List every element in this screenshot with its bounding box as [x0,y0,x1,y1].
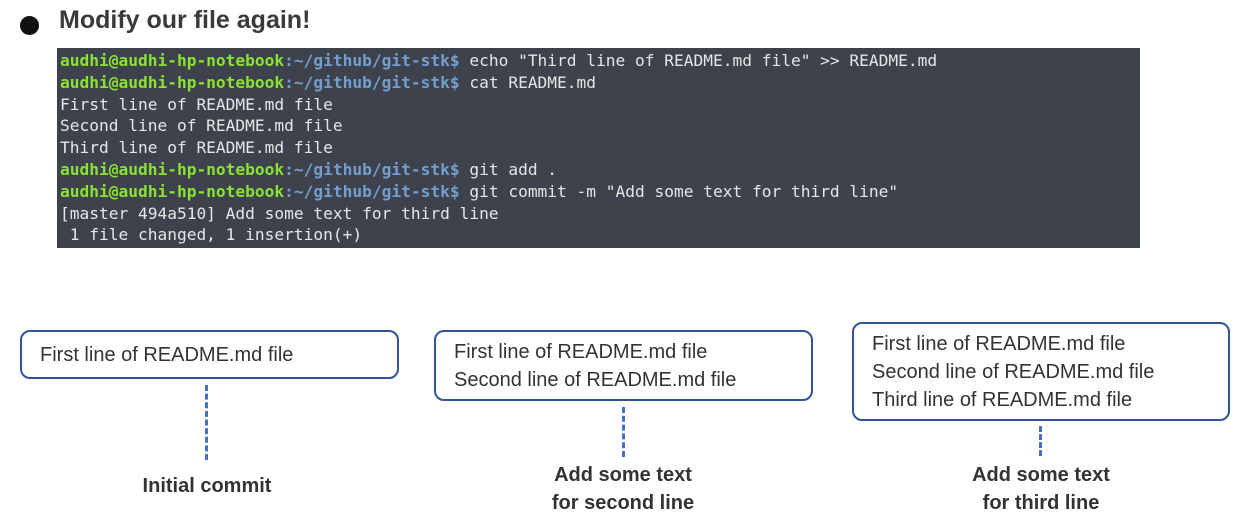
prompt-path: :~/github/git-stk$ [284,159,460,179]
line-text: echo "Third line of README.md file" >> R… [459,51,938,70]
terminal-line: 1 file changed, 1 insertion(+) [60,224,1140,246]
file-line: First line of README.md file [454,340,708,363]
dashed-connector [622,407,625,457]
terminal-line: Third line of README.md file [60,137,1140,159]
terminal-line: First line of README.md file [60,94,1140,116]
line-text: First line of README.md file [60,94,333,114]
slide-title: Modify our file again! [20,6,310,35]
dashed-connector [205,385,208,460]
terminal-line: Second line of README.md file [60,115,1140,137]
prompt-user: audhi@audhi-hp-notebook [60,181,285,201]
prompt-path: :~/github/git-stk$ [284,181,460,201]
terminal-line: audhi@audhi-hp-notebook:~/github/git-stk… [60,181,1140,203]
terminal-line: audhi@audhi-hp-notebook:~/github/git-stk… [60,50,1140,72]
file-line: First line of README.md file [872,332,1126,355]
commit-box-1: First line of README.md file [20,330,399,379]
file-line: Third line of README.md file [872,388,1133,411]
file-line: Second line of README.md file [454,368,737,391]
prompt-path: :~/github/git-stk$ [284,51,460,70]
terminal: audhi@audhi-hp-notebook:~/github/git-stk… [57,48,1140,248]
title-text: Modify our file again! [59,6,311,34]
line-text: Second line of README.md file [60,116,343,136]
prompt-user: audhi@audhi-hp-notebook [60,159,285,179]
commit-box-3: First line of README.md file Second line… [852,322,1230,421]
prompt-path: :~/github/git-stk$ [284,72,460,92]
prompt-user: audhi@audhi-hp-notebook [60,51,285,70]
file-line: First line of README.md file [40,343,294,366]
bullet-icon [20,16,39,35]
prompt-user: audhi@audhi-hp-notebook [60,72,285,92]
line-text: Third line of README.md file [60,138,333,158]
terminal-line: audhi@audhi-hp-notebook:~/github/git-stk… [60,159,1140,181]
line-text: git commit -m "Add some text for third l… [459,181,899,201]
file-line: Second line of README.md file [872,360,1155,383]
commit-label-1: Initial commit [142,475,272,497]
line-text: cat README.md [459,72,597,92]
line-text: [master 494a510] Add some text for third… [60,203,499,223]
terminal-line: audhi@audhi-hp-notebook:~/github/git-stk… [60,72,1140,94]
line-text: git add . [459,159,558,179]
dashed-connector [1039,426,1042,456]
line-text: 1 file changed, 1 insertion(+) [60,225,363,245]
commit-box-2: First line of README.md file Second line… [434,330,813,401]
terminal-line: [master 494a510] Add some text for third… [60,203,1140,225]
